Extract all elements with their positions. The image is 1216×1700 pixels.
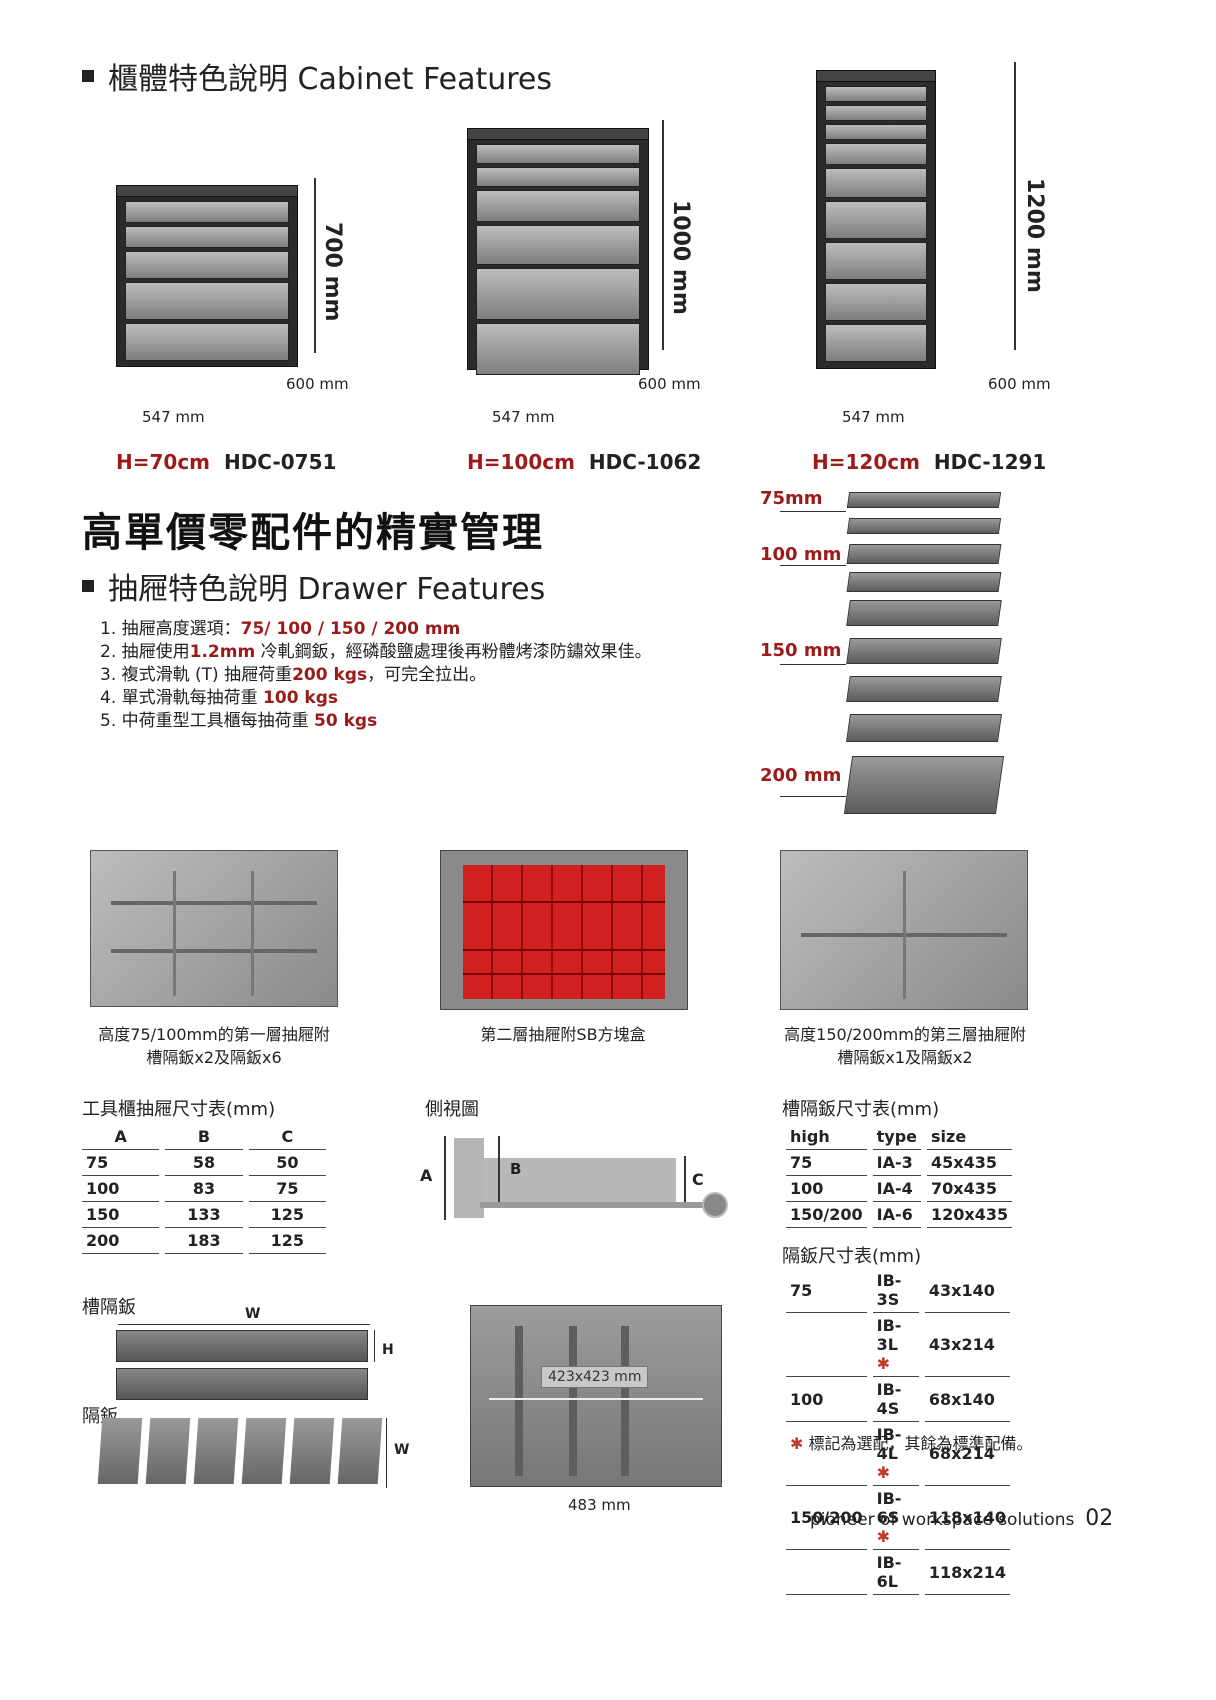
cabinet-hdc-1291-image bbox=[816, 70, 936, 369]
drawer-tray-image bbox=[846, 492, 1002, 508]
drawer-size-table-title: 工具櫃抽屜尺寸表(mm) bbox=[82, 1099, 276, 1120]
cabinet-hdc-0751-image bbox=[116, 185, 298, 367]
side-view-diagram: A B C bbox=[420, 1130, 740, 1230]
slot-table-title: 槽隔鈑尺寸表(mm) bbox=[782, 1099, 940, 1120]
drawer-tray-image bbox=[846, 638, 1002, 664]
drawer-height-label: 200 mm bbox=[760, 765, 842, 786]
slot-plate-image bbox=[116, 1330, 368, 1362]
cabinet-model-label: H=70cm HDC-0751 bbox=[116, 450, 337, 474]
width-label: 547 mm bbox=[492, 408, 555, 426]
slot-plate-h-label: H bbox=[382, 1342, 394, 1358]
height-dimension-line bbox=[314, 178, 316, 353]
feature-item: 3. 複式滑軌 (T) 抽屜荷重200 kgs，可完全拉出。 bbox=[100, 665, 487, 685]
drawer-tray-image bbox=[846, 544, 1002, 564]
bullet-square-icon bbox=[82, 580, 94, 592]
slot-plate-label: 槽隔鈑 bbox=[82, 1297, 136, 1318]
cabinet-hdc-1062-image bbox=[467, 128, 649, 375]
drawer-tray-image bbox=[846, 714, 1002, 742]
features-list: 1. 抽屜高度選項：75/ 100 / 150 / 200 mm 2. 抽屜使用… bbox=[100, 618, 652, 733]
optional-star-icon: ✱ bbox=[790, 1434, 804, 1453]
height-label: 700 mm bbox=[320, 222, 345, 322]
slot-plate-w-label: W bbox=[245, 1306, 261, 1322]
drawer-height-label: 150 mm bbox=[760, 640, 842, 661]
optional-star-icon: ✱ bbox=[876, 1527, 891, 1546]
feature-item: 5. 中荷重型工具櫃每抽荷重 50 kgs bbox=[100, 711, 378, 731]
drawer-top-view-image: 423x423 mm bbox=[470, 1305, 722, 1487]
cabinet-features-title: 櫃體特色說明 Cabinet Features bbox=[82, 54, 552, 98]
drawer-tray-image bbox=[846, 518, 1002, 534]
height-label: 1000 mm bbox=[668, 200, 693, 315]
page-number: 02 bbox=[1085, 1506, 1114, 1531]
divider-plates-image bbox=[97, 1418, 384, 1486]
drawer-outer-size-label: 483 mm bbox=[568, 1496, 631, 1514]
height-dimension-line bbox=[1014, 62, 1016, 350]
main-title: 高單價零配件的精實管理 bbox=[82, 510, 544, 556]
depth-label: 600 mm bbox=[286, 375, 349, 393]
drawer-photo-dividers bbox=[90, 850, 338, 1007]
footer-tagline: pioneer of workspace solutions bbox=[810, 1510, 1075, 1530]
bullet-square-icon bbox=[82, 70, 94, 82]
feature-item: 1. 抽屜高度選項：75/ 100 / 150 / 200 mm bbox=[100, 619, 461, 639]
drawer-inner-size-label: 423x423 mm bbox=[541, 1366, 649, 1388]
drawer-height-label: 100 mm bbox=[760, 544, 842, 565]
drawer-tray-image bbox=[846, 600, 1002, 626]
drawer-tray-image bbox=[843, 756, 1005, 814]
divider-plate-w-label: W bbox=[394, 1442, 410, 1458]
optional-star-icon: ✱ bbox=[876, 1354, 891, 1373]
height-dimension-line bbox=[662, 120, 664, 350]
drawer-features-title: 抽屜特色說明 Drawer Features bbox=[82, 564, 545, 608]
feature-item: 4. 單式滑軌每抽荷重 100 kgs bbox=[100, 688, 339, 708]
caption-drawer-1: 高度75/100mm的第一層抽屜附 槽隔鈑x2及隔鈑x6 bbox=[98, 1025, 330, 1067]
drawer-photo-sb-boxes bbox=[440, 850, 688, 1010]
caption-drawer-3: 高度150/200mm的第三層抽屜附 槽隔鈑x1及隔鈑x2 bbox=[784, 1025, 1026, 1067]
feature-item: 2. 抽屜使用1.2mm 冷軋鋼鈑，經磷酸鹽處理後再粉體烤漆防鏽效果佳。 bbox=[100, 642, 652, 662]
width-label: 547 mm bbox=[842, 408, 905, 426]
optional-star-icon: ✱ bbox=[876, 1463, 891, 1482]
drawer-height-label: 75mm bbox=[760, 488, 823, 509]
drawer-tray-image bbox=[846, 676, 1002, 702]
cabinet-model-label: H=120cm HDC-1291 bbox=[812, 450, 1047, 474]
width-label: 547 mm bbox=[142, 408, 205, 426]
height-label: 1200 mm bbox=[1022, 178, 1047, 293]
depth-label: 600 mm bbox=[638, 375, 701, 393]
slot-plate-image bbox=[116, 1368, 368, 1400]
divider-table-title: 隔鈑尺寸表(mm) bbox=[782, 1246, 922, 1267]
optional-note: ✱ 標記為選配，其餘為標準配備。 bbox=[790, 1434, 1033, 1453]
cabinet-model-label: H=100cm HDC-1062 bbox=[467, 450, 702, 474]
depth-label: 600 mm bbox=[988, 375, 1051, 393]
side-view-title: 側視圖 bbox=[425, 1099, 479, 1120]
footer: pioneer of workspace solutions 02 bbox=[810, 1506, 1113, 1531]
drawer-tray-image bbox=[846, 572, 1002, 592]
caption-drawer-2: 第二層抽屜附SB方塊盒 bbox=[480, 1025, 646, 1044]
drawer-photo-slot-plates bbox=[780, 850, 1028, 1010]
